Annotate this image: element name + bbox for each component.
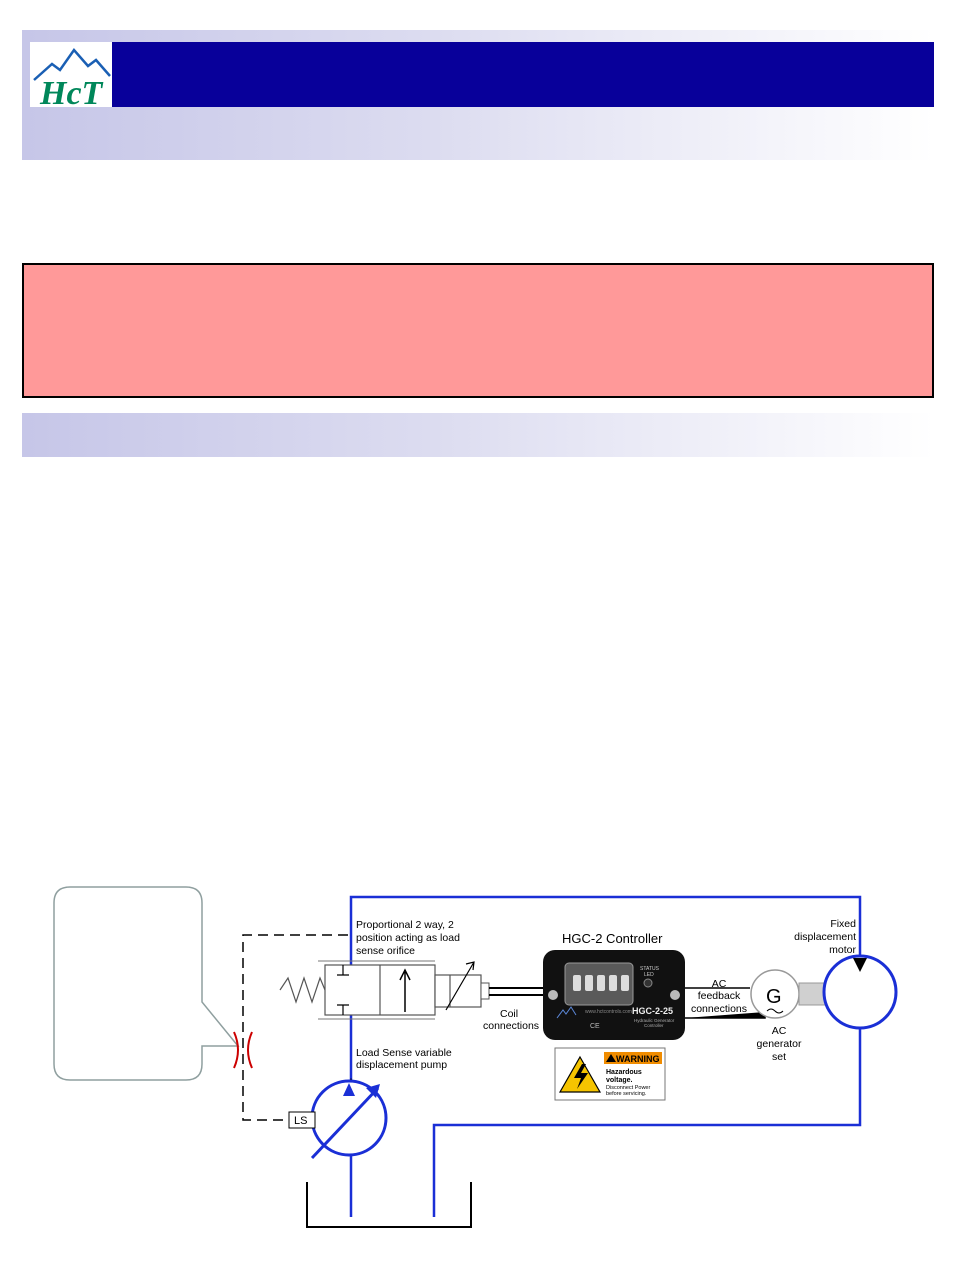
ls-port-label: LS — [294, 1115, 307, 1127]
variable-displacement-pump: LS — [288, 1079, 388, 1160]
svg-text:Fixed: Fixed — [830, 918, 856, 930]
svg-text:Hydraulic Generator: Hydraulic Generator — [634, 1018, 675, 1023]
reservoir-tank — [306, 1182, 472, 1228]
controller-model: HGC-2-25 — [632, 1006, 673, 1016]
svg-text:STATUS: STATUS — [640, 966, 660, 972]
svg-text:position acting as load: position acting as load — [356, 932, 460, 944]
svg-text:Load Sense variable: Load Sense variable — [356, 1047, 452, 1059]
svg-text:before servicing.: before servicing. — [606, 1091, 647, 1097]
orifice-icon — [233, 1031, 253, 1069]
generator-symbol: G — [766, 986, 782, 1008]
svg-text:WARNING: WARNING — [616, 1054, 660, 1064]
svg-text:AC: AC — [772, 1025, 787, 1037]
svg-text:sense orifice: sense orifice — [356, 945, 415, 957]
drive-shaft — [798, 982, 826, 1006]
status-led-icon — [643, 978, 653, 988]
svg-text:set: set — [772, 1051, 786, 1063]
callout-bubble — [53, 886, 240, 1081]
load-sense-dashed-line — [242, 934, 348, 1121]
motor-label: Fixed displacement motor — [794, 918, 856, 956]
pump-label: Load Sense variable displacement pump — [356, 1047, 452, 1071]
hydraulic-return-line — [432, 1028, 862, 1217]
proportional-valve — [279, 960, 490, 1020]
hazard-warning-label: WARNING Hazardous voltage. Disconnect Po… — [554, 1047, 666, 1101]
svg-text:connections: connections — [483, 1020, 539, 1032]
svg-text:feedback: feedback — [698, 990, 741, 1002]
controller-ce-mark: CE — [590, 1023, 600, 1030]
controller-logo-icon — [556, 1006, 577, 1019]
controller-website: www.hctcontrols.com — [585, 1009, 632, 1015]
svg-text:generator: generator — [757, 1038, 802, 1050]
svg-text:AC: AC — [712, 978, 727, 990]
solenoid-actuator — [434, 974, 482, 1008]
svg-text:Hazardous: Hazardous — [606, 1069, 642, 1076]
hydraulic-circuit-diagram: LS STATUS LED www.hctcontrols.com CE HGC… — [53, 886, 898, 1228]
svg-text:Coil: Coil — [500, 1008, 518, 1020]
svg-text:connections: connections — [691, 1003, 747, 1015]
svg-text:Proportional 2 way, 2: Proportional 2 way, 2 — [356, 919, 454, 931]
svg-text:displacement: displacement — [794, 931, 856, 943]
hct-logo: HcT — [30, 42, 112, 112]
section-band — [22, 413, 934, 457]
svg-text:motor: motor — [829, 944, 856, 956]
ac-feedback-label: AC feedback connections — [691, 978, 747, 1015]
header-bar — [112, 42, 934, 107]
hydraulic-supply-line — [349, 895, 862, 965]
ac-generator: G — [750, 969, 800, 1019]
valve-label: Proportional 2 way, 2 position acting as… — [356, 919, 460, 957]
svg-text:LED: LED — [644, 972, 654, 978]
coil-label: Coil connections — [483, 1008, 539, 1032]
svg-text:Disconnect Power: Disconnect Power — [606, 1085, 650, 1091]
spring-icon — [279, 976, 326, 1004]
logo-text: HcT — [39, 75, 104, 107]
connector-pins-icon — [573, 975, 629, 991]
logo-mountain-icon — [33, 47, 111, 81]
hgc-2-controller: STATUS LED www.hctcontrols.com CE HGC-2-… — [543, 950, 685, 1040]
svg-text:displacement pump: displacement pump — [356, 1059, 447, 1071]
notice-box — [22, 263, 934, 398]
svg-text:voltage.: voltage. — [606, 1077, 633, 1084]
svg-text:Controller: Controller — [644, 1023, 664, 1028]
controller-title: HGC-2 Controller — [562, 931, 663, 946]
ac-wave-icon — [766, 1008, 784, 1014]
fixed-displacement-motor — [822, 954, 898, 1030]
ac-generator-label: AC generator set — [757, 1025, 802, 1063]
